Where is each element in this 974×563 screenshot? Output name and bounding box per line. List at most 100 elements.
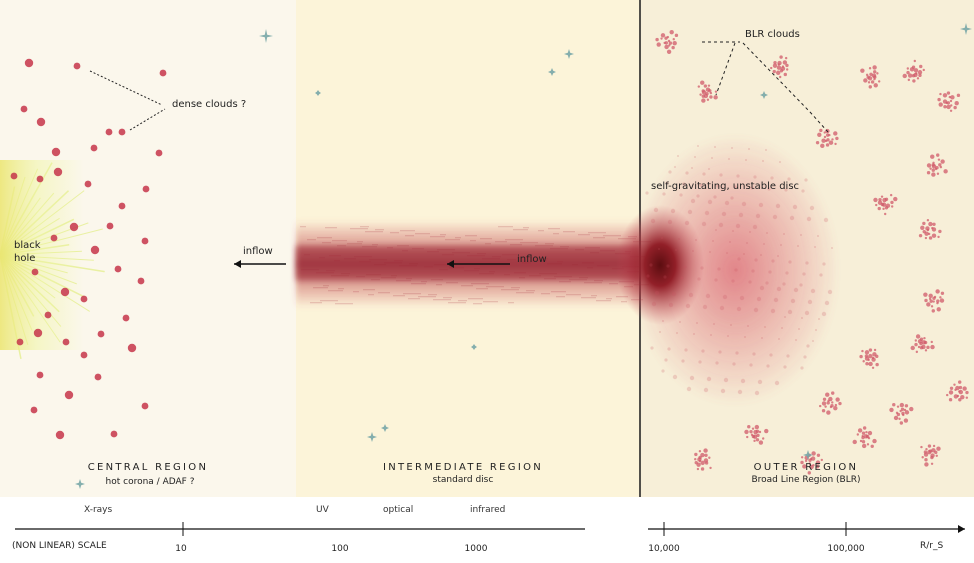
disc-texture-mark (522, 262, 531, 264)
disc-texture-mark (331, 275, 349, 277)
outer-disc-texture-mark (763, 243, 765, 245)
blr-cloud-dot (926, 219, 930, 222)
blr-cloud-dot (936, 307, 941, 312)
blr-cloud-dot (918, 73, 922, 78)
outer-disc-texture-mark (805, 261, 809, 265)
disc-texture-mark (517, 257, 532, 259)
outer-disc-texture-mark (689, 375, 695, 381)
blr-cloud-dot (938, 102, 943, 107)
blr-cloud-dot (751, 427, 755, 430)
blr-cloud-dot (939, 92, 942, 96)
outer-disc-texture-mark (741, 201, 747, 207)
outer-disc-texture-mark (720, 388, 726, 394)
outer-disc-texture-mark (786, 354, 790, 358)
blr-cloud-dot (958, 390, 961, 393)
dense-cloud (110, 430, 118, 438)
blr-cloud-dot (912, 79, 916, 83)
blr-cloud-dot (656, 42, 661, 47)
outer-disc-texture-mark (735, 223, 741, 229)
blr-cloud-dot (873, 348, 877, 352)
intermediate-region-title: INTERMEDIATE REGION (383, 462, 543, 473)
outer-disc-texture-mark (715, 361, 719, 365)
blr-cloud-dot (865, 362, 869, 366)
dense-cloud (50, 234, 58, 242)
blr-cloud-dot (668, 41, 673, 45)
disc-texture-mark (553, 233, 559, 235)
disc-texture-mark (365, 231, 383, 233)
disc-texture-mark (510, 244, 522, 246)
outer-disc-texture-mark (687, 209, 693, 215)
blr-cloud-dot (823, 131, 826, 134)
outer-disc-texture-mark (778, 338, 780, 340)
blr-cloud-dot (930, 462, 934, 465)
sparkle-icon (548, 68, 556, 76)
blr-cloud-dot (923, 336, 926, 340)
blr-cloud-dot (822, 397, 827, 401)
dense-cloud (94, 373, 102, 381)
disc-texture-mark (514, 272, 526, 274)
outer-region-content: self-gravitating, unstable disc BLR clou… (616, 29, 969, 485)
blr-cloud-dot (958, 398, 962, 402)
disc-texture-mark (418, 296, 436, 298)
outer-disc-texture-mark (737, 389, 743, 395)
blr-cloud-dot (660, 33, 666, 38)
dense-cloud (90, 245, 100, 255)
disc-texture-mark (507, 259, 516, 261)
blr-cloud-dot (835, 136, 839, 141)
blr-cloud-dot (928, 236, 933, 240)
outer-disc-texture-mark (697, 277, 701, 281)
blr-cloud-dot (819, 128, 823, 133)
optical-label: optical (383, 505, 413, 515)
disc-texture-mark (337, 245, 346, 247)
blr-cloud-dot (655, 37, 659, 42)
blr-cloud-dot (950, 104, 953, 107)
blr-cloud-dot (899, 402, 905, 408)
blr-cloud-dot (704, 453, 708, 457)
outer-disc-texture-mark (646, 274, 650, 278)
blr-cloud-dot (780, 66, 786, 71)
blr-cloud-dot (694, 457, 697, 461)
disc-texture-mark (320, 300, 338, 302)
blr-cloud-dot (812, 463, 815, 467)
disc-texture-mark (325, 227, 337, 229)
outer-disc-texture-mark (772, 214, 778, 220)
dense-cloud (24, 58, 34, 68)
blr-cloud-dot (903, 418, 909, 423)
outer-disc-texture-mark (804, 310, 810, 316)
blr-cloud-dot (744, 429, 749, 435)
disc-texture-mark (596, 300, 611, 302)
outer-disc-texture-mark (748, 280, 752, 284)
disc-texture-mark (501, 289, 519, 291)
disc-texture-mark (569, 279, 587, 281)
disc-texture-mark (412, 248, 424, 250)
central-dense-clouds (10, 58, 167, 440)
blr-cloud-dot (868, 353, 873, 359)
disc-texture-mark (559, 281, 571, 283)
dense-cloud (80, 351, 88, 359)
disc-texture-mark (357, 241, 363, 243)
blr-cloud (800, 451, 823, 475)
dense-cloud (97, 330, 105, 338)
disc-texture-mark (431, 279, 443, 281)
disc-texture-mark (449, 267, 464, 269)
outer-disc-texture-mark (769, 353, 773, 357)
outer-disc-texture-mark (831, 247, 833, 249)
sparkle-icon (564, 49, 574, 59)
disc-texture-mark (532, 260, 547, 262)
disc-texture-mark (473, 303, 482, 305)
disc-texture-mark (402, 250, 408, 252)
disc-texture-mark (594, 280, 603, 282)
outer-disc-texture-mark (700, 266, 704, 270)
outer-disc-texture-mark (730, 196, 734, 200)
blr-cloud-dot (694, 452, 698, 457)
outer-disc-texture-mark (803, 355, 807, 359)
disc-texture-mark (557, 261, 563, 263)
outer-disc-texture-mark (664, 358, 668, 362)
outer-disc-texture-mark (768, 270, 772, 274)
blr-cloud-dot (772, 69, 776, 74)
blr-cloud (920, 444, 941, 467)
blr-cloud-dot (696, 462, 701, 467)
disc-texture-mark (505, 239, 523, 241)
disc-texture-mark (317, 237, 332, 239)
